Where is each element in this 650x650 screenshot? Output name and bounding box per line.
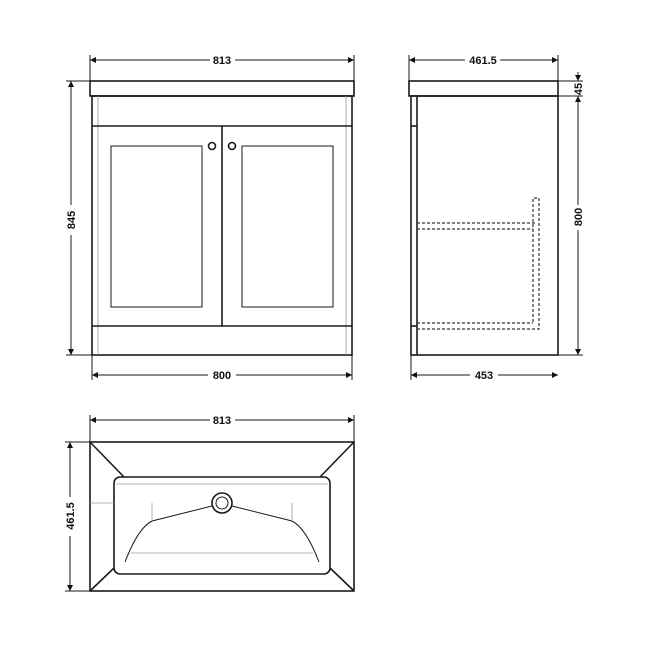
front-view: 813 845 800: [66, 55, 355, 382]
overflow-icon: [211, 492, 233, 514]
base-hidden-line: [417, 197, 540, 330]
right-door-panel: [241, 145, 334, 308]
basin-outline: [89, 441, 355, 592]
left-door-panel: [110, 145, 203, 308]
basin-bowl: [113, 476, 331, 575]
dim-side-height: 800: [573, 208, 585, 226]
dim-side-top-thickness: 45: [573, 83, 585, 95]
side-body: [410, 95, 559, 356]
dim-front-height: 845: [66, 211, 78, 229]
countertop: [89, 80, 355, 97]
right-knob-icon: [227, 141, 237, 151]
dim-side-base-depth: 453: [475, 370, 493, 382]
shelf-hidden-line: [417, 222, 535, 230]
cabinet-body: [91, 95, 353, 356]
side-view: 461.5 45 800 453: [408, 55, 585, 382]
dim-side-top-depth: 461.5: [469, 55, 497, 67]
dim-front-top-width: 813: [213, 55, 231, 67]
left-knob-icon: [207, 141, 217, 151]
dim-plan-width: 813: [213, 415, 231, 427]
dim-front-base-width: 800: [213, 370, 231, 382]
side-countertop: [408, 80, 559, 97]
waste-hole-icon: [215, 496, 229, 510]
dim-plan-depth: 461.5: [65, 502, 77, 530]
plan-view: 813 461.5: [65, 415, 355, 592]
